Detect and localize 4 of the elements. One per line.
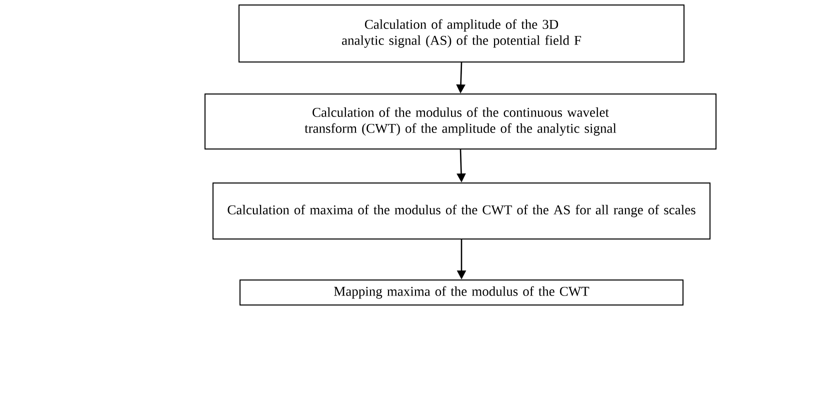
process-box: Calculation of the modulus of the continuous wavelet transform (CWT) of the amplitude of the analytic signal xyxy=(204,94,716,150)
process-box: Calculation of amplitude of the 3D analytic signal (AS) of the potential field F xyxy=(238,4,684,62)
process-box: Mapping maxima of the modulus of the CWT xyxy=(240,280,684,306)
process-box: Calculation of maxima of the modulus of the CWT of the AS for all range of scales xyxy=(212,182,710,240)
